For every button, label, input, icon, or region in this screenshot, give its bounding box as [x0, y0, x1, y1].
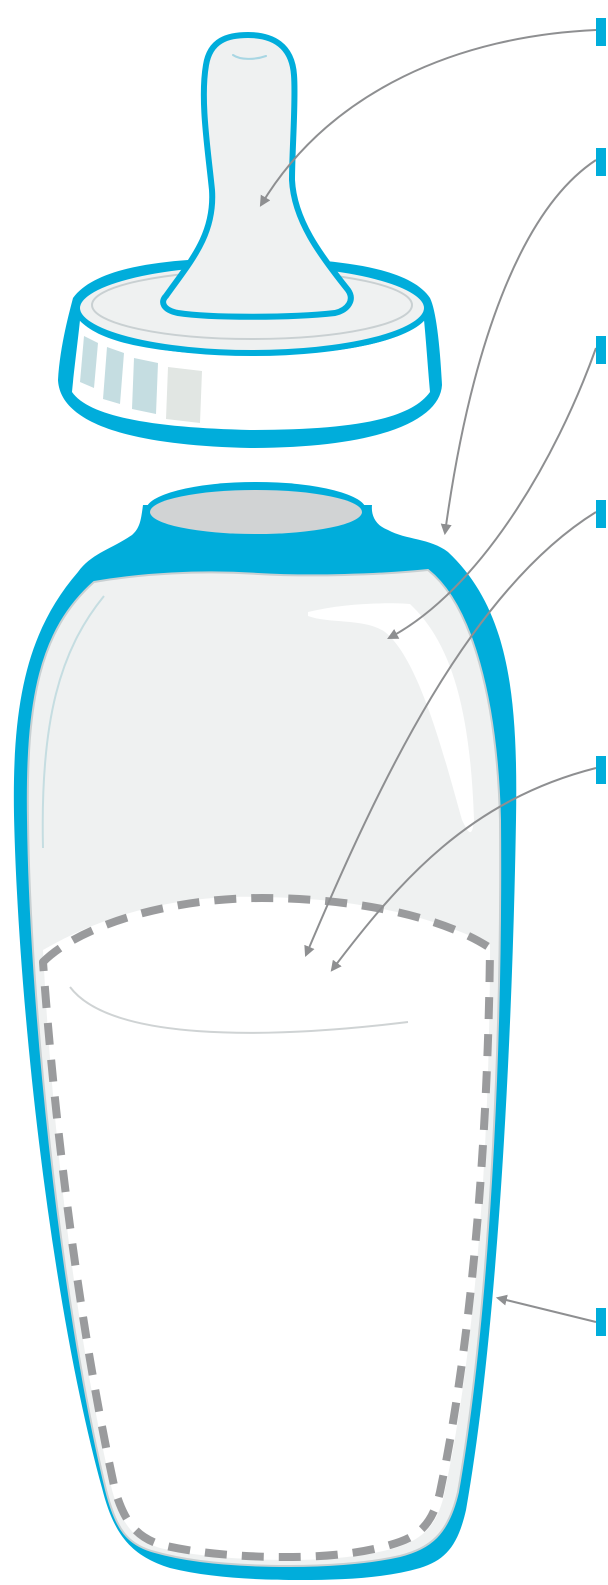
right-shine [308, 603, 474, 833]
bottle-nipple [160, 32, 354, 320]
callout-arrow-nipple [259, 29, 597, 207]
milk-fill [43, 896, 490, 1560]
bottle-body [13, 482, 517, 1580]
callout-marker-1 [596, 18, 606, 46]
collar-window-2 [103, 347, 124, 404]
collar-window-3 [132, 358, 158, 414]
callout-arrow-inner [304, 511, 597, 958]
callouts [259, 29, 597, 1323]
callout-arrow-collar [440, 159, 597, 536]
callout-marker-2 [596, 148, 606, 176]
liquid-level-outline [39, 894, 494, 1561]
left-highlight [41, 595, 105, 849]
nipple-tip-highlight [232, 54, 267, 60]
callout-marker-4 [596, 500, 606, 528]
collar-window-4 [166, 367, 202, 423]
nipple-shape [160, 32, 354, 320]
callout-markers [596, 18, 606, 1336]
collar-band [72, 320, 430, 430]
callout-marker-3 [596, 336, 606, 364]
callout-marker-6 [596, 1308, 606, 1336]
callout-arrow-wall [495, 1294, 597, 1323]
collar-window-1 [80, 336, 98, 388]
callout-arrow-shoulder [387, 347, 597, 640]
liquid-surface-line [69, 986, 409, 1034]
callout-marker-5 [596, 756, 606, 784]
callout-arrow-liquid [330, 767, 597, 972]
bottle-opening [150, 490, 362, 534]
